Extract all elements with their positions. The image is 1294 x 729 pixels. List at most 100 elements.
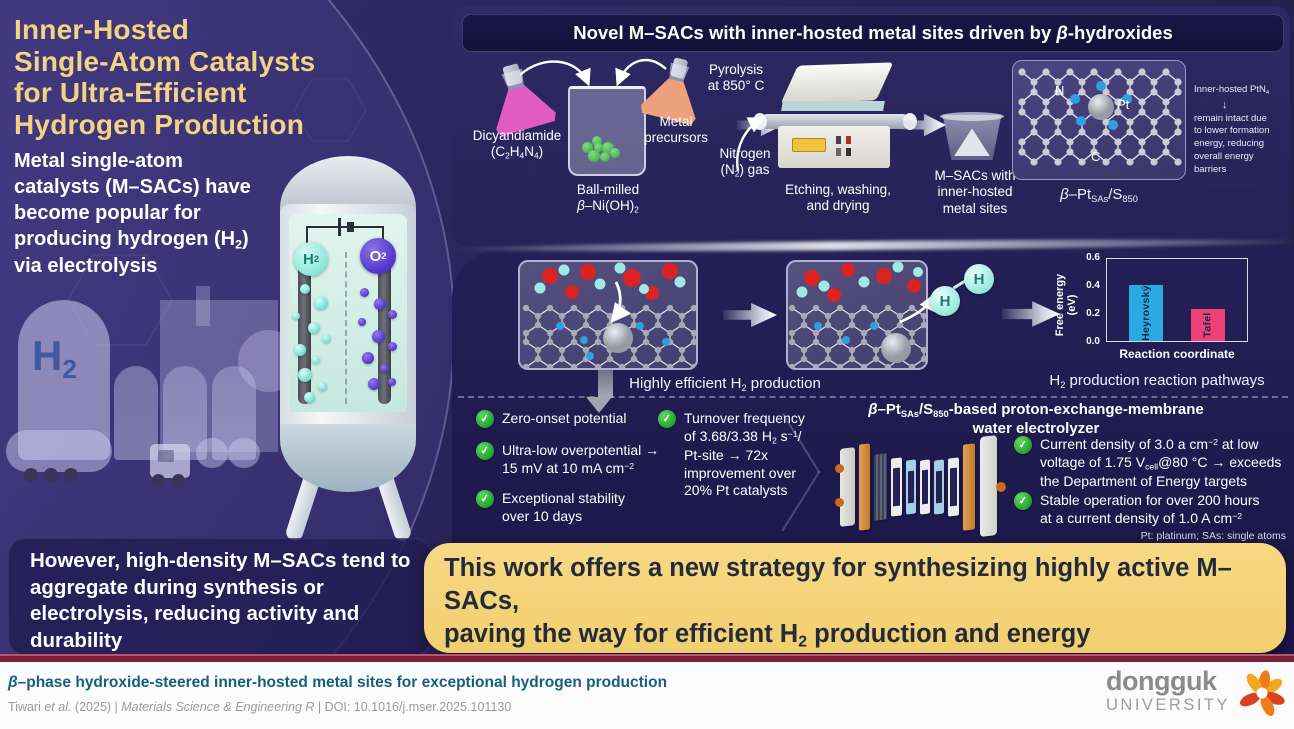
problem-box xyxy=(8,538,432,656)
pem-stack-illustration xyxy=(835,434,1015,540)
pt-site xyxy=(603,323,633,353)
crucible-icon xyxy=(940,112,1004,160)
nitrogen-label: Nitrogen(N2) gas xyxy=(719,146,771,179)
y-tick-0.0: 0.0 xyxy=(1086,336,1100,347)
water-molecules xyxy=(796,262,923,302)
factory-chimney xyxy=(196,286,210,326)
tank-wheel-1 xyxy=(24,468,38,482)
horizontal-tank xyxy=(6,430,112,472)
check-icon xyxy=(1012,434,1034,456)
pt-atom-label: Pt xyxy=(1117,97,1130,112)
furnace-display xyxy=(792,138,826,152)
free-energy-plot: Heyrovský Tafel xyxy=(1106,258,1248,342)
pem-bullet-1: Current density of 3.0 a cm−2 at lowvolt… xyxy=(1012,434,1294,491)
etching-label: Etching, washing,and drying xyxy=(785,182,891,214)
c-atom-label: C xyxy=(1091,149,1101,164)
triangle-down-icon xyxy=(586,397,612,413)
vessel-bowl xyxy=(280,424,416,492)
pt-atom xyxy=(1088,94,1114,120)
n-atom-label: N xyxy=(1055,83,1065,98)
truck-wheel-1 xyxy=(152,474,165,487)
check-icon xyxy=(474,408,496,430)
conclusion-banner xyxy=(424,543,1286,653)
membrane-divider xyxy=(345,252,347,404)
stem-down xyxy=(598,370,613,398)
h-atom-1: H xyxy=(930,286,960,316)
cylinder-tank-3 xyxy=(212,366,256,460)
synthesis-arrows xyxy=(519,58,766,172)
tank-wheel-3 xyxy=(64,468,78,482)
pem-footnote: Pt: platinum; SAs: single atoms xyxy=(1140,530,1286,542)
result-bullet-1: Zero-onset potential xyxy=(474,408,676,430)
h2-tank-label: H2 xyxy=(32,332,77,384)
reaction-panel-2 xyxy=(786,260,928,370)
result-bullet-2-text: Ultra-low overpotential →15 mV at 10 mA … xyxy=(502,442,660,476)
dashed-separator xyxy=(458,396,1288,398)
maroon-divider xyxy=(0,654,1294,662)
truck-window xyxy=(158,450,174,462)
pipe-sphere-2 xyxy=(228,438,260,468)
check-icon xyxy=(474,440,496,462)
reaction-panel-1 xyxy=(518,260,698,370)
water-molecules xyxy=(534,262,686,300)
dicyandiamide-label: Dicyandiamide(C2H4N4) xyxy=(472,128,562,161)
chart-y-axis-label: Free energy (eV) xyxy=(1054,273,1078,337)
university-sub: UNIVERSITY xyxy=(1106,696,1231,714)
check-icon xyxy=(656,408,678,430)
synthesis-header: Novel M–SACs with inner-hosted metal sit… xyxy=(462,14,1284,52)
tank-wheel-2 xyxy=(44,468,58,482)
university-name: dongguk xyxy=(1106,666,1217,696)
lotus-logo-icon xyxy=(1239,670,1285,717)
hydrogen-infrastructure-illustration: H2 xyxy=(0,280,460,540)
bar-heyrovský: Heyrovský xyxy=(1129,285,1163,341)
beaker-icon xyxy=(568,86,646,176)
battery-plate-short xyxy=(347,222,354,232)
structure-caption: β–PtSAs/S850 xyxy=(1060,186,1138,204)
furnace-tube xyxy=(760,114,910,129)
y-tick-0.4: 0.4 xyxy=(1086,280,1100,291)
ptn4-structure-panel: N Pt C xyxy=(1012,60,1186,180)
chart-x-axis-label: Reaction coordinate xyxy=(1119,347,1235,361)
h2-production-caption: Highly efficient H2 production xyxy=(629,375,821,393)
pt-site xyxy=(881,333,911,363)
h-atom-2: H xyxy=(964,264,994,294)
paper-title: β–phase hydroxide-steered inner-hosted m… xyxy=(8,674,668,691)
pipe-sphere-1 xyxy=(196,438,228,468)
paper-citation: Tiwari et al. (2025) | Materials Science… xyxy=(8,700,512,714)
down-arrow-icon: ↓ xyxy=(1222,98,1228,111)
result-bullet-1-text: Zero-onset potential xyxy=(502,410,627,426)
check-icon xyxy=(474,488,496,510)
university-logo: dongguk UNIVERSITY xyxy=(1100,664,1290,726)
result-bullet-2: Ultra-low overpotential →15 mV at 10 mA … xyxy=(474,440,686,478)
note-title: Inner-hosted PtN4 xyxy=(1194,84,1270,96)
truck-wheel-2 xyxy=(172,474,185,487)
pem-title: β–PtSAs/S850-based proton-exchange-membr… xyxy=(868,401,1204,438)
bar-tafel: Tafel xyxy=(1191,308,1225,341)
y-tick-0.6: 0.6 xyxy=(1086,252,1100,263)
footer: β–phase hydroxide-steered inner-hosted m… xyxy=(0,662,1294,729)
battery-plate-long xyxy=(338,218,341,236)
pathways-caption: H2 production reaction pathways xyxy=(1049,372,1265,390)
check-icon xyxy=(1012,490,1034,512)
